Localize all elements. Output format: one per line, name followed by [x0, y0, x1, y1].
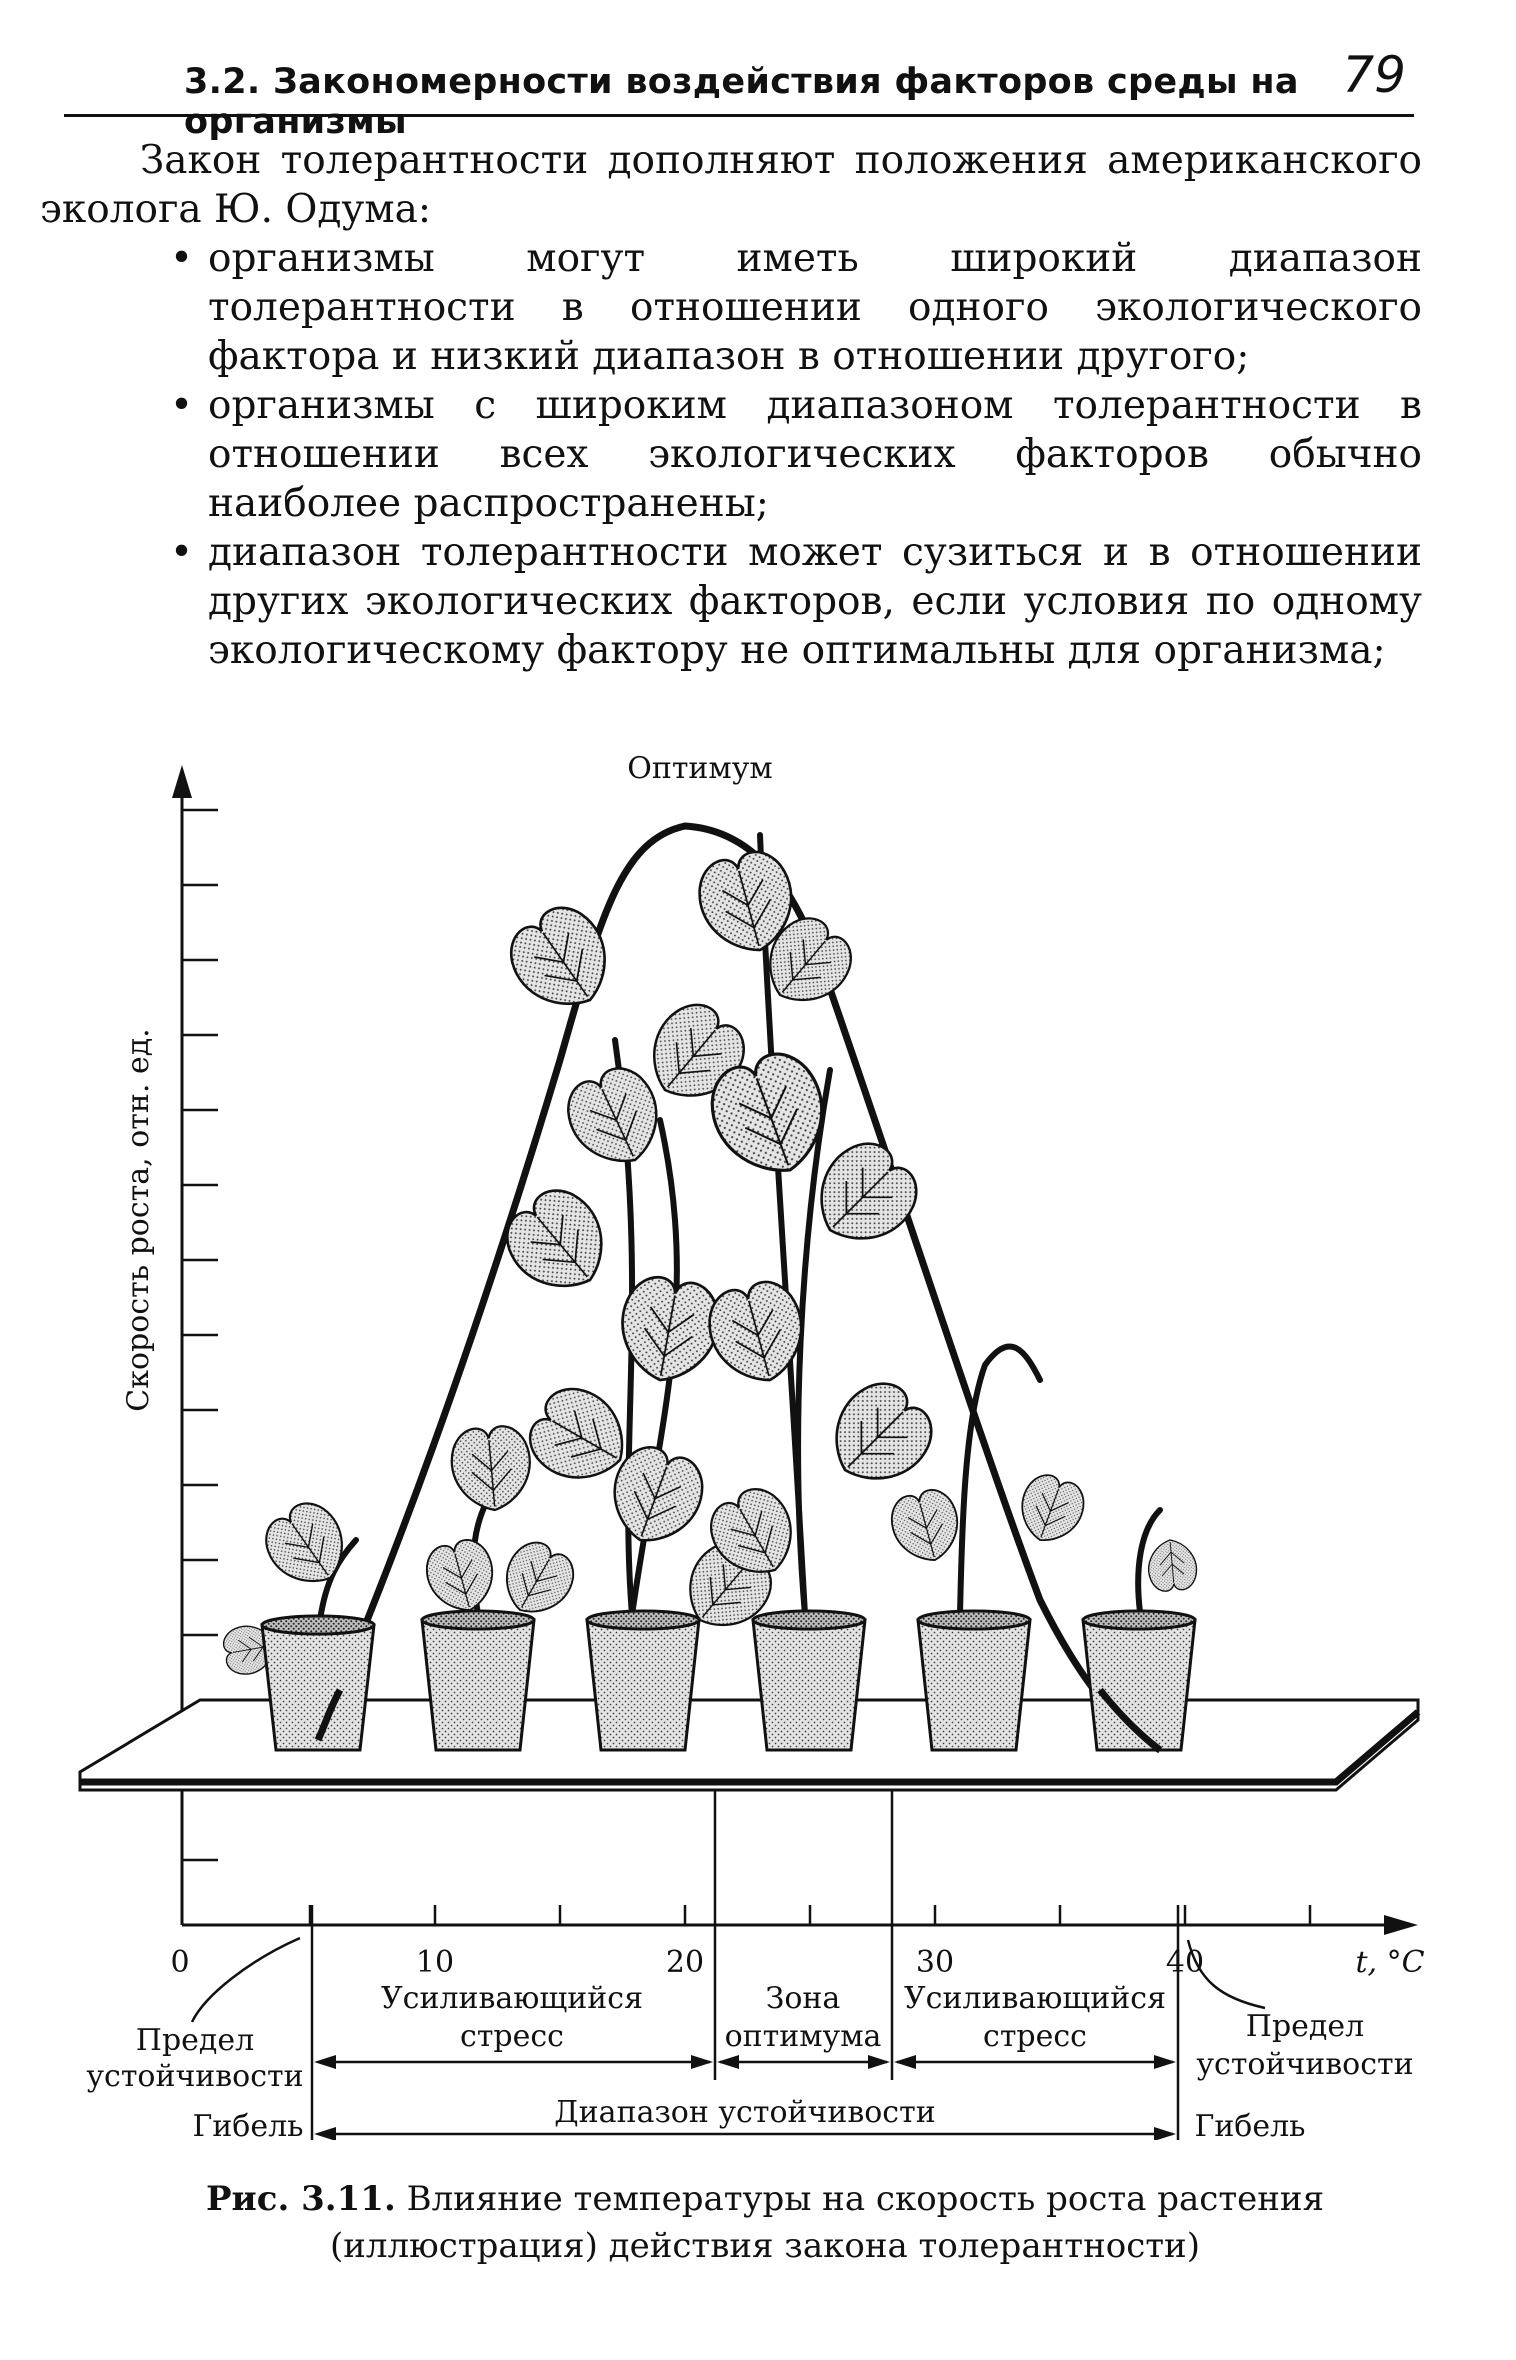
limit-left-line2: устойчивости: [86, 2059, 303, 2094]
x-axis-ticks: [308, 1905, 1312, 1925]
x-tick-10: 10: [416, 1945, 454, 1980]
figure-tolerance: Скорость роста, отн. ед. 0 10 20 30 40 t…: [0, 740, 1516, 2140]
death-right-label: Гибель: [1194, 2109, 1305, 2140]
death-left-label: Гибель: [192, 2109, 303, 2140]
bullet-list: организмы могут иметь широкий диапазон т…: [40, 234, 1422, 675]
limit-right-line1: Предел: [1246, 2009, 1364, 2044]
figure-drawing: Скорость роста, отн. ед. 0 10 20 30 40 t…: [78, 751, 1425, 2140]
zone-stress-left-line2: стресс: [460, 2019, 564, 2054]
pot-1: [260, 1614, 376, 1752]
y-axis-arrow-icon: [172, 765, 192, 798]
running-head: 3.2. Закономерности воздействия факторов…: [64, 44, 1414, 142]
intro-paragraph: Закон толерантности дополняют положения …: [40, 138, 1422, 232]
range-label: Диапазон устойчивости: [554, 2095, 935, 2130]
caption-line-1: Влияние температуры на скорость роста ра…: [406, 2179, 1325, 2219]
limit-right-line2: устойчивости: [1196, 2047, 1413, 2082]
bullet-item-2: организмы с широким диапазоном толерантн…: [40, 381, 1422, 528]
zone-optimum-line2: оптимума: [725, 2019, 882, 2054]
optimum-label: Оптимум: [627, 751, 773, 786]
bullet-item-1: организмы могут иметь широкий диапазон т…: [40, 234, 1422, 381]
body-text: Закон толерантности дополняют положения …: [40, 136, 1422, 675]
flower-pots: [260, 1609, 1197, 1752]
pot-4: [751, 1609, 867, 1752]
bullet-item-3: диапазон толерантности может сузиться и …: [40, 528, 1422, 675]
zone-optimum-line1: Зона: [766, 1981, 841, 2016]
x-tick-40: 40: [1166, 1945, 1204, 1980]
curve-end-left: [314, 1688, 344, 1742]
x-tick-0: 0: [170, 1945, 189, 1980]
plant-leaves: [221, 845, 1198, 1677]
zone-stress-right-line1: Усиливающийся: [904, 1981, 1166, 2016]
zone-arrows: [314, 2055, 1176, 2140]
zone-stress-left-line1: Усиливающийся: [381, 1981, 643, 2016]
figure-caption: Рис. 3.11. Влияние температуры на скорос…: [140, 2176, 1390, 2270]
curve-end-right: [1097, 1687, 1163, 1753]
limit-left-line1: Предел: [136, 2023, 254, 2058]
page-number: 79: [1342, 46, 1406, 104]
pot-2: [420, 1609, 536, 1752]
y-axis-label: Скорость роста, отн. ед.: [121, 1028, 156, 1411]
leader-line-left: [190, 1936, 301, 2023]
x-tick-20: 20: [666, 1945, 704, 1980]
pot-6: [1081, 1609, 1197, 1752]
pot-5: [916, 1609, 1032, 1752]
shelf-board: [78, 1698, 1420, 1792]
x-tick-30: 30: [916, 1945, 954, 1980]
x-axis-arrow-icon: [1384, 1915, 1418, 1935]
caption-line-2: (иллюстрация) действия закона толерантно…: [330, 2226, 1200, 2266]
leader-line-right: [1186, 1939, 1266, 2010]
caption-number: Рис. 3.11.: [205, 2179, 396, 2219]
section-title: 3.2. Закономерности воздействия факторов…: [184, 62, 1299, 142]
pot-3: [585, 1609, 701, 1752]
shelf-edge: [80, 1709, 1421, 1786]
zone-stress-right-line2: стресс: [983, 2019, 1087, 2054]
x-axis-unit: t, °C: [1355, 1945, 1424, 1980]
